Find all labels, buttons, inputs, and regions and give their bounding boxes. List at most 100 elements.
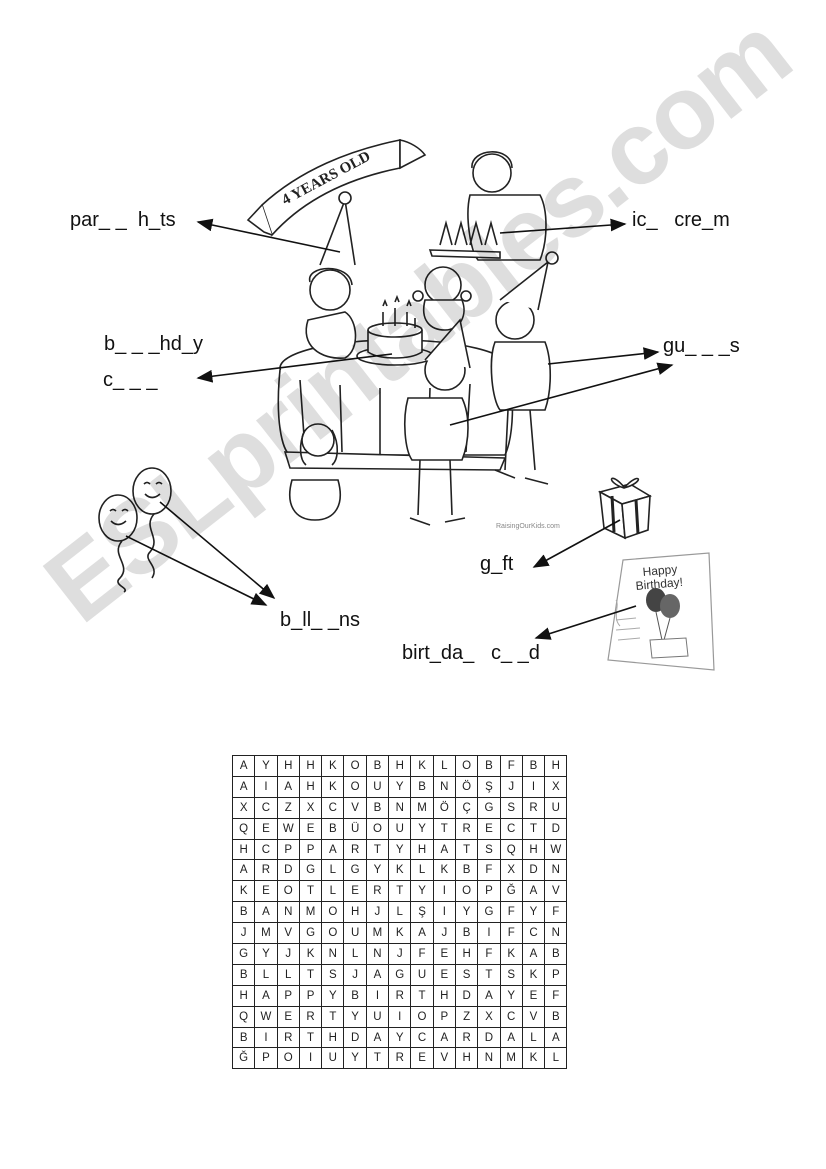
grid-cell[interactable]: F xyxy=(477,859,501,882)
grid-cell[interactable]: D xyxy=(544,817,568,840)
grid-cell[interactable]: I xyxy=(365,984,390,1007)
grid-cell[interactable]: B xyxy=(477,755,501,777)
grid-cell[interactable]: H xyxy=(321,1026,345,1049)
grid-cell[interactable]: S xyxy=(477,838,501,861)
grid-cell[interactable]: D xyxy=(276,859,300,882)
grid-cell[interactable]: Q xyxy=(231,817,256,840)
grid-cell[interactable]: G xyxy=(343,859,367,882)
grid-cell[interactable]: H xyxy=(454,943,479,965)
grid-cell[interactable]: I xyxy=(298,1047,323,1070)
grid-cell[interactable]: T xyxy=(454,838,479,861)
grid-cell[interactable]: A xyxy=(432,1026,456,1049)
grid-cell[interactable]: Y xyxy=(254,943,278,965)
grid-cell[interactable]: E xyxy=(410,1047,434,1070)
grid-cell[interactable]: P xyxy=(298,838,323,861)
grid-cell[interactable]: U xyxy=(343,922,367,945)
grid-cell[interactable]: O xyxy=(276,880,300,903)
grid-cell[interactable]: Y xyxy=(254,755,278,777)
grid-cell[interactable]: K xyxy=(298,943,323,965)
grid-cell[interactable]: R xyxy=(454,1026,479,1049)
grid-cell[interactable]: E xyxy=(521,984,546,1007)
grid-cell[interactable]: I xyxy=(432,901,456,924)
grid-cell[interactable]: V xyxy=(521,1005,546,1028)
grid-cell[interactable]: A xyxy=(521,943,546,965)
grid-cell[interactable]: X xyxy=(499,859,523,882)
grid-cell[interactable]: Ğ xyxy=(499,880,523,903)
grid-cell[interactable]: P xyxy=(432,1005,456,1028)
grid-cell[interactable]: S xyxy=(321,963,345,986)
grid-cell[interactable]: L xyxy=(521,1026,546,1049)
grid-cell[interactable]: Y xyxy=(454,901,479,924)
grid-cell[interactable]: M xyxy=(254,922,278,945)
grid-cell[interactable]: S xyxy=(454,963,479,986)
grid-cell[interactable]: P xyxy=(298,984,323,1007)
grid-cell[interactable]: H xyxy=(410,838,434,861)
grid-cell[interactable]: E xyxy=(343,880,367,903)
grid-cell[interactable]: S xyxy=(499,796,523,819)
grid-cell[interactable]: L xyxy=(254,963,278,986)
grid-cell[interactable]: F xyxy=(544,984,568,1007)
grid-cell[interactable]: K xyxy=(388,859,412,882)
grid-cell[interactable]: T xyxy=(298,1026,323,1049)
grid-cell[interactable]: I xyxy=(388,1005,412,1028)
grid-cell[interactable]: A xyxy=(432,838,456,861)
grid-cell[interactable]: E xyxy=(254,817,278,840)
grid-cell[interactable]: N xyxy=(276,901,300,924)
grid-cell[interactable]: K xyxy=(231,880,256,903)
grid-cell[interactable]: L xyxy=(432,755,456,777)
grid-cell[interactable]: K xyxy=(321,755,345,777)
grid-cell[interactable]: Ğ xyxy=(231,1047,256,1070)
grid-cell[interactable]: E xyxy=(432,963,456,986)
grid-cell[interactable]: R xyxy=(388,1047,412,1070)
grid-cell[interactable]: F xyxy=(499,901,523,924)
grid-cell[interactable]: O xyxy=(410,1005,434,1028)
grid-cell[interactable]: J xyxy=(365,901,390,924)
grid-cell[interactable]: X xyxy=(298,796,323,819)
grid-cell[interactable]: Ç xyxy=(454,796,479,819)
grid-cell[interactable]: B xyxy=(544,1005,568,1028)
grid-cell[interactable]: X xyxy=(231,796,256,819)
grid-cell[interactable]: K xyxy=(499,943,523,965)
grid-cell[interactable]: F xyxy=(477,943,501,965)
grid-cell[interactable]: V xyxy=(343,796,367,819)
grid-cell[interactable]: A xyxy=(321,838,345,861)
grid-cell[interactable]: H xyxy=(521,838,546,861)
grid-cell[interactable]: L xyxy=(388,901,412,924)
grid-cell[interactable]: H xyxy=(454,1047,479,1070)
grid-cell[interactable]: H xyxy=(388,755,412,777)
grid-cell[interactable]: H xyxy=(544,755,568,777)
grid-cell[interactable]: C xyxy=(521,922,546,945)
grid-cell[interactable]: G xyxy=(388,963,412,986)
grid-cell[interactable]: T xyxy=(298,963,323,986)
grid-cell[interactable]: U xyxy=(410,963,434,986)
grid-cell[interactable]: B xyxy=(410,775,434,798)
grid-cell[interactable]: R xyxy=(388,984,412,1007)
grid-cell[interactable]: J xyxy=(499,775,523,798)
grid-cell[interactable]: F xyxy=(410,943,434,965)
grid-cell[interactable]: Y xyxy=(343,1005,367,1028)
grid-cell[interactable]: G xyxy=(477,796,501,819)
grid-cell[interactable]: N xyxy=(544,922,568,945)
grid-cell[interactable]: P xyxy=(254,1047,278,1070)
grid-cell[interactable]: E xyxy=(254,880,278,903)
grid-cell[interactable]: Y xyxy=(321,984,345,1007)
grid-cell[interactable]: X xyxy=(477,1005,501,1028)
grid-cell[interactable]: R xyxy=(365,880,390,903)
grid-cell[interactable]: J xyxy=(231,922,256,945)
grid-cell[interactable]: B xyxy=(365,755,390,777)
grid-cell[interactable]: O xyxy=(343,755,367,777)
grid-cell[interactable]: H xyxy=(276,755,300,777)
grid-cell[interactable]: G xyxy=(477,901,501,924)
grid-cell[interactable]: L xyxy=(544,1047,568,1070)
grid-cell[interactable]: T xyxy=(298,880,323,903)
grid-cell[interactable]: T xyxy=(477,963,501,986)
grid-cell[interactable]: D xyxy=(343,1026,367,1049)
grid-cell[interactable]: T xyxy=(388,880,412,903)
grid-cell[interactable]: O xyxy=(454,755,479,777)
grid-cell[interactable]: V xyxy=(544,880,568,903)
grid-cell[interactable]: V xyxy=(276,922,300,945)
grid-cell[interactable]: C xyxy=(499,817,523,840)
grid-cell[interactable]: A xyxy=(544,1026,568,1049)
grid-cell[interactable]: W xyxy=(276,817,300,840)
grid-cell[interactable]: U xyxy=(388,817,412,840)
